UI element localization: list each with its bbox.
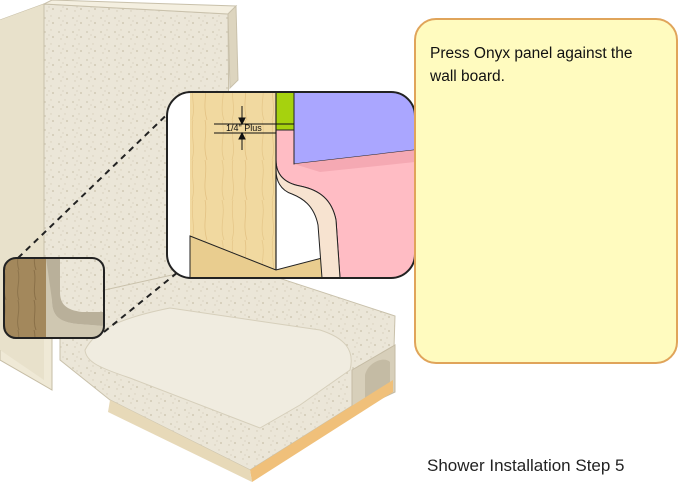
green-strip xyxy=(276,92,294,130)
instruction-note: Press Onyx panel against the wall board. xyxy=(414,18,678,364)
dimension-label: 1/4" Plus xyxy=(226,123,262,133)
detail-zoom: 1/4" Plus xyxy=(167,92,415,278)
detail-source-inset xyxy=(4,258,104,338)
detail-source-frame xyxy=(3,257,105,339)
dimension-marker xyxy=(214,106,294,150)
zoom-leader-lines xyxy=(17,101,181,333)
instruction-text: Press Onyx panel against the wall board. xyxy=(430,45,633,85)
step-caption: Shower Installation Step 5 xyxy=(427,456,625,475)
shower-base xyxy=(59,261,396,482)
